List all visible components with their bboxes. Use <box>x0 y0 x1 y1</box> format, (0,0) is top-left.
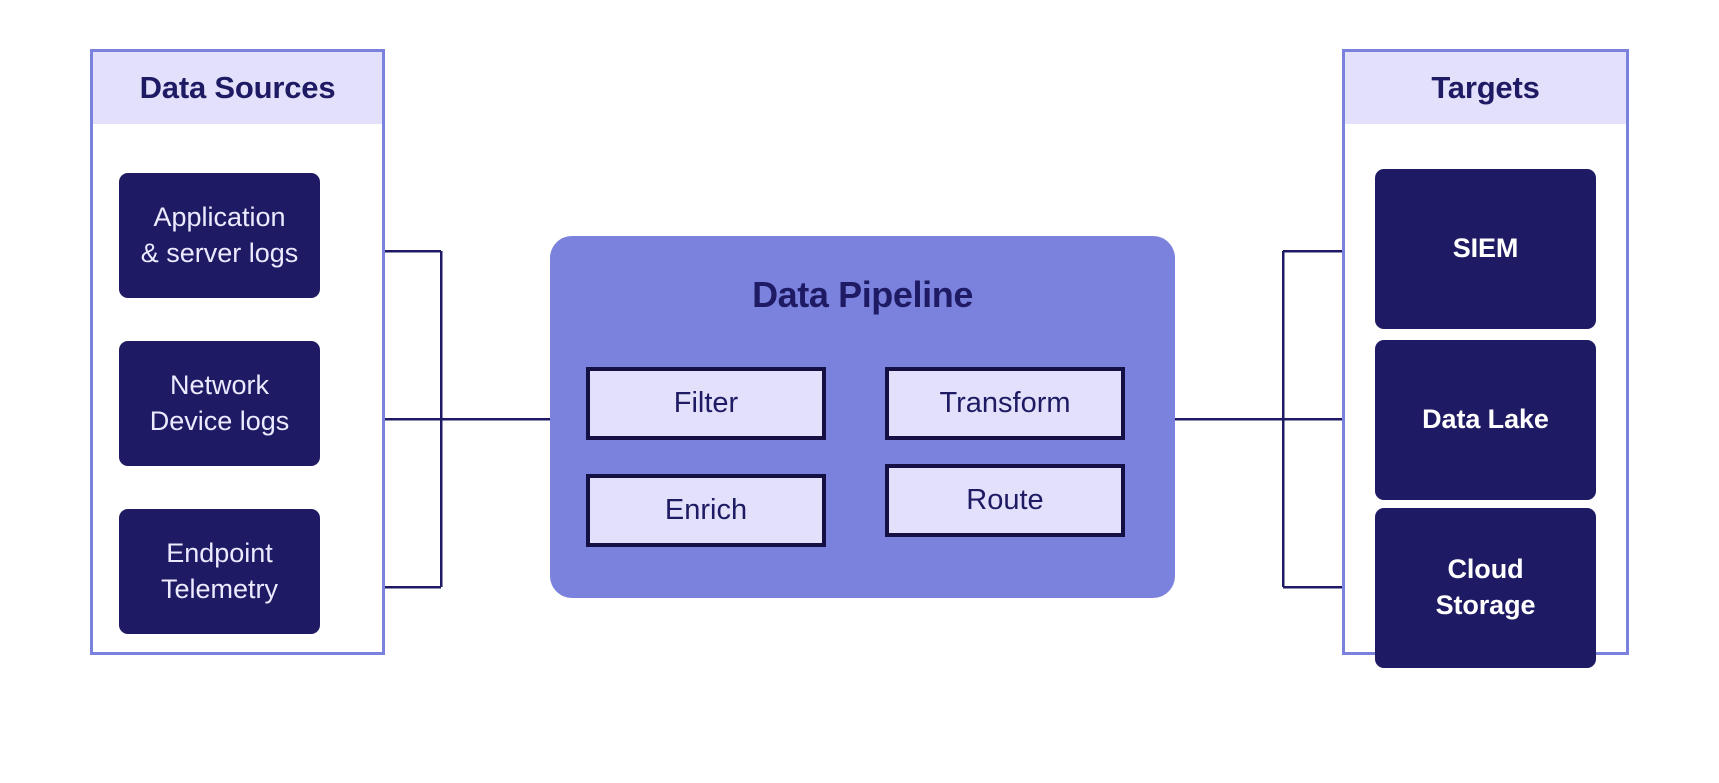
pipeline-step-label: Filter <box>673 387 739 419</box>
target-node-label: SIEM <box>1452 233 1519 264</box>
pipeline-step-filter[interactable]: Filter <box>586 367 826 440</box>
data-pipeline-container: Data Pipeline Filter Transform Enrich Ro… <box>550 236 1175 598</box>
source-node-label: Network Device logs <box>149 369 290 436</box>
target-node-siem[interactable]: SIEM <box>1375 169 1596 329</box>
data-sources-header: Data Sources <box>93 52 382 124</box>
data-sources-title: Data Sources <box>139 70 336 105</box>
target-node-label: Data Lake <box>1422 404 1549 435</box>
source-node-label: Application & server logs <box>140 201 299 268</box>
source-node-label: Endpoint Telemetry <box>160 537 279 604</box>
target-node-label: Cloud Storage <box>1435 554 1536 620</box>
source-node-application-server-logs[interactable]: Application & server logs <box>119 173 320 298</box>
pipeline-step-label: Route <box>966 484 1044 516</box>
target-node-cloud-storage[interactable]: Cloud Storage <box>1375 508 1596 668</box>
targets-header: Targets <box>1345 52 1626 124</box>
data-pipeline-title: Data Pipeline <box>752 274 973 315</box>
source-node-network-device-logs[interactable]: Network Device logs <box>119 341 320 466</box>
pipeline-step-transform[interactable]: Transform <box>885 367 1125 440</box>
pipeline-step-label: Transform <box>939 387 1071 419</box>
pipeline-step-label: Enrich <box>664 494 748 526</box>
targets-title: Targets <box>1431 70 1540 105</box>
source-node-endpoint-telemetry[interactable]: Endpoint Telemetry <box>119 509 320 634</box>
target-node-data-lake[interactable]: Data Lake <box>1375 340 1596 500</box>
pipeline-step-route[interactable]: Route <box>885 464 1125 537</box>
pipeline-step-enrich[interactable]: Enrich <box>586 474 826 547</box>
